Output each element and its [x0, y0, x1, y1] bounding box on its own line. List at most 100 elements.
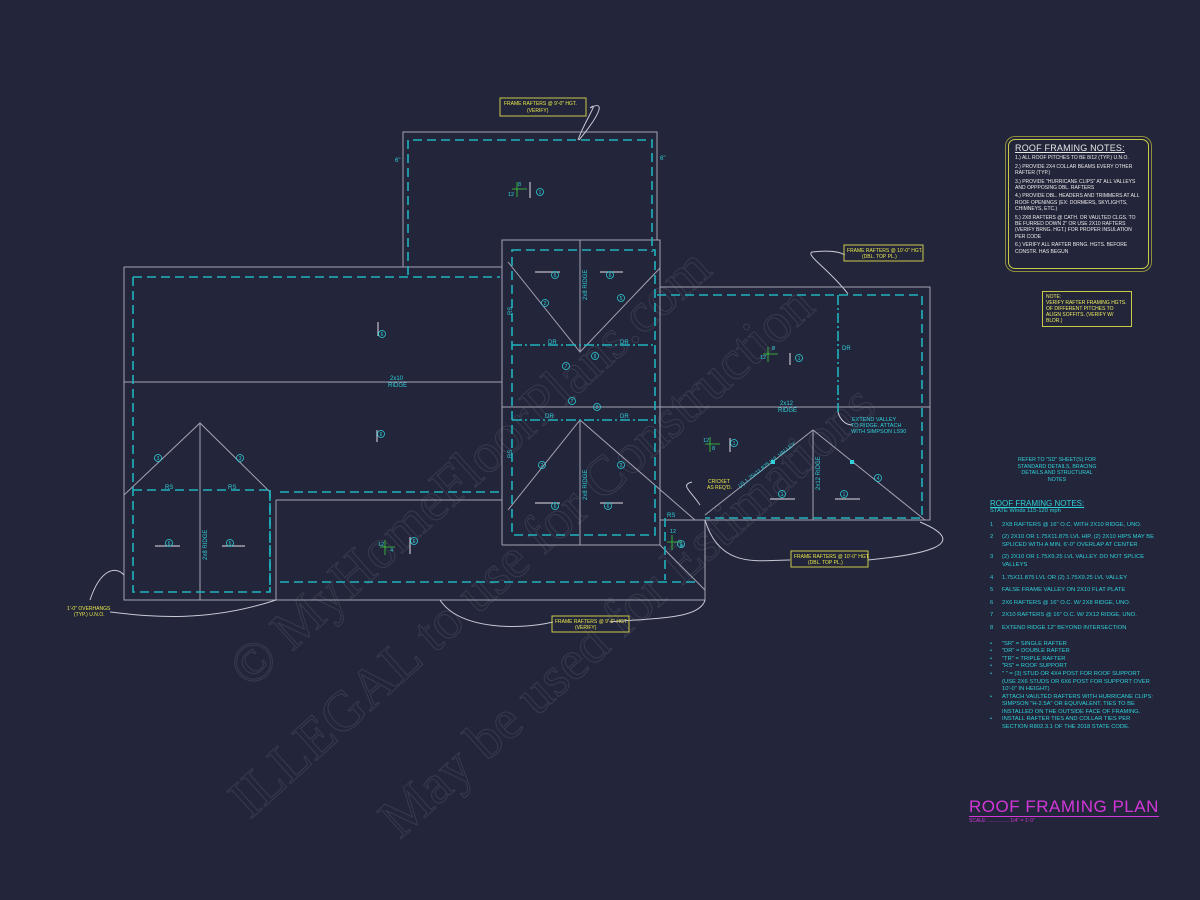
cricket-note: CRICKET: [708, 479, 730, 485]
verify-note-title: NOTE:: [1046, 294, 1062, 300]
svg-text:3: 3: [239, 456, 242, 462]
ridge-label: 2x10: [390, 376, 404, 382]
wall-lines: [132, 139, 923, 593]
callout-top-line1: FRAME RAFTERS @ 9'-0" HGT.: [504, 101, 577, 107]
callouts: FRAME RAFTERS @ 9'-0" HGT. (VERIFY) FRAM…: [67, 97, 924, 633]
svg-text:8: 8: [594, 354, 597, 360]
tag: 6: [551, 502, 559, 510]
callout-box-right-upper: [843, 244, 924, 262]
cricket-note: AS REQ'D.: [707, 485, 732, 491]
dr-label: DR: [842, 346, 851, 352]
tag: 2: [538, 461, 546, 469]
overhang-note: 1'-0" OVERHANGS: [67, 606, 111, 612]
pitch-run: 12: [703, 438, 709, 444]
tag: 6: [677, 540, 685, 548]
tag: 6: [226, 539, 234, 547]
svg-text:4: 4: [877, 476, 880, 482]
tag: 6: [606, 271, 614, 279]
svg-text:7: 7: [571, 399, 574, 405]
roof-framing-notes-box: ROOF FRAMING NOTES: 1.) ALL ROOF PITCHES…: [1008, 139, 1149, 269]
note-item: 3.) PROVIDE "HURRICANE CLIPS" AT ALL VAL…: [1015, 178, 1136, 192]
svg-text:(VERIFY): (VERIFY): [575, 625, 597, 631]
note-item: 4.) PROVIDE DBL. HEADERS AND TRIMMERS AT…: [1015, 193, 1140, 213]
legend-bullet: •"DR" = DOUBLE RAFTER: [990, 648, 1070, 655]
legend-bullet: •"RS" = ROOF SUPPORT: [990, 663, 1068, 670]
extend-valley-note: WITH SIMPSON LS90: [851, 429, 906, 435]
tag: 2: [617, 461, 625, 469]
dr-label: DR: [620, 340, 629, 346]
tag: 6: [604, 502, 612, 510]
note-item: 5.) 2x8 RAFTERS @ CATH. OR VAULTED CLGS.…: [1015, 214, 1136, 240]
legend-item: 72x10 RAFTERS @ 16" O.C. W/ 2x12 RIDGE, …: [990, 612, 1137, 619]
tag: 8: [593, 403, 601, 411]
dr-label: DR: [545, 414, 554, 420]
svg-text:6: 6: [381, 332, 384, 338]
svg-text:6: 6: [413, 539, 416, 545]
pitch-rise: 8: [518, 182, 521, 188]
ridge-label: 2x12: [780, 401, 794, 407]
pitch-run: 12: [378, 542, 384, 548]
tag: 2: [541, 299, 549, 307]
callout-box-bottom: [551, 615, 630, 633]
valley-marker: [850, 460, 854, 464]
svg-text:FRAME RAFTERS @ 9'-6" HGT.: FRAME RAFTERS @ 9'-6" HGT.: [555, 619, 628, 625]
note-item: 1.) ALL ROOF PITCHES TO BE 8/12 (TYP.) U…: [1015, 155, 1129, 162]
svg-text:(DBL. TOP PL.): (DBL. TOP PL.): [862, 254, 897, 260]
pitch-run: 12: [508, 192, 514, 198]
callout-top-line2: (VERIFY): [527, 108, 549, 114]
pitch-symbols: [380, 182, 778, 555]
verify-note-text: VERIFY RAFTER FRAMING HGTS. OF DIFFERENT…: [1046, 300, 1127, 324]
pitch-rise: 8: [712, 446, 715, 452]
rs-label: RS: [667, 513, 675, 519]
rs-label: RS: [508, 450, 514, 458]
callout-box-right-lower: [790, 550, 869, 568]
overhang-label: 6": [660, 156, 665, 162]
valley-marker: [771, 460, 775, 464]
dr-label: DR: [620, 414, 629, 420]
tag: 6: [377, 430, 385, 438]
pitch-rise: 8: [772, 346, 775, 352]
roof-outline: [123, 131, 931, 601]
legend-bullet: •" " = (3) STUD OR 4x4 POST FOR ROOF SUP…: [990, 670, 1150, 693]
extend-valley-note: TO RIDGE. ATTACH: [851, 423, 901, 429]
legend-item: 62x6 RAFTERS @ 16" O.C. W/ 2x8 RIDGE, UN…: [990, 599, 1131, 606]
ridge-label: RIDGE: [388, 383, 407, 389]
svg-text:6: 6: [380, 432, 383, 438]
note-item: 6.) VERIFY ALL RAFTER BRNG. HGTS. BEFORE…: [1015, 242, 1128, 255]
tag: 1: [795, 354, 803, 362]
overhang-label: 6": [395, 158, 400, 164]
tag: 7: [568, 397, 576, 405]
svg-text:6: 6: [554, 273, 557, 279]
tag: 3: [236, 454, 244, 462]
legend-item: 41.75x11.875 LVL OR (2) 1.75x9.25 LVL VA…: [990, 574, 1128, 581]
svg-text:6: 6: [554, 504, 557, 510]
rafter-tags: 1 6 6 6 6 2 5 8 7 7 8 2 2 6 6 3 3 6 6 6 …: [154, 188, 882, 548]
ridge-label: 2x8 RIDGE: [203, 530, 209, 560]
tag: 7: [562, 362, 570, 370]
tag: 1: [778, 490, 786, 498]
svg-text:(DBL. TOP PL.): (DBL. TOP PL.): [808, 560, 843, 566]
svg-text:FRAME RAFTERS @ 10'-0" HGT.: FRAME RAFTERS @ 10'-0" HGT.: [794, 554, 870, 560]
svg-text:2: 2: [620, 463, 623, 469]
refer-note: REFER TO "SD" SHEET(S) FOR STANDARD DETA…: [1017, 457, 1097, 483]
legend-item: 3(2) 2x10 OR 1.75x9.25 LVL VALLEY. DO NO…: [990, 554, 1145, 568]
svg-text:6: 6: [168, 541, 171, 547]
svg-text:3: 3: [157, 456, 160, 462]
rs-label: RS: [165, 485, 173, 491]
svg-text:1: 1: [843, 492, 846, 498]
extend-valley-note: EXTEND VALLEY: [852, 417, 897, 423]
legend-bullet: •"SR" = SINGLE RAFTER: [990, 640, 1067, 647]
tag: 4: [874, 474, 882, 482]
pitch-run: 12: [670, 529, 676, 535]
svg-text:2: 2: [544, 301, 547, 307]
svg-text:FRAME RAFTERS @ 10'-0" HGT.: FRAME RAFTERS @ 10'-0" HGT.: [847, 248, 923, 254]
tag: 1: [730, 439, 738, 447]
drawing-title: ROOF FRAMING PLAN: [969, 797, 1159, 817]
tag: 3: [154, 454, 162, 462]
verify-note: NOTE: VERIFY RAFTER FRAMING HGTS. OF DIF…: [1042, 291, 1132, 327]
tag: 1: [536, 188, 544, 196]
tag: 6: [410, 537, 418, 545]
svg-text:5: 5: [620, 296, 623, 302]
